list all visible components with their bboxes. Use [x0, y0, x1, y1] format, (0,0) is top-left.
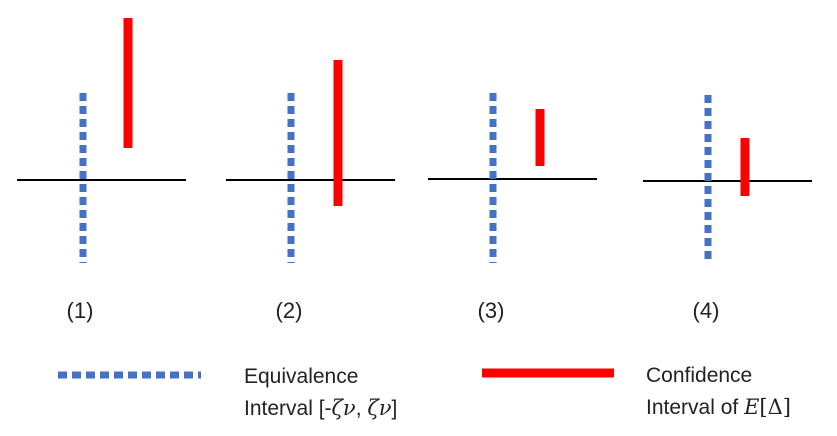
panel-3-label: (3) [478, 298, 505, 323]
legend-confidence-line2: Interval of E[Δ] [646, 395, 791, 419]
panel-3: (3) [428, 93, 597, 323]
panel-4: (4) [643, 95, 812, 323]
panel-2-label: (2) [276, 298, 303, 323]
legend-confidence-line1: Confidence [646, 364, 752, 387]
panel-1-label: (1) [67, 298, 94, 323]
legend-equivalence-line2: Interval [-ζν, ζν] [244, 396, 397, 420]
panel-4-label: (4) [693, 298, 720, 323]
panel-2: (2) [226, 60, 395, 323]
legend-equivalence-line1: Equivalence [244, 365, 358, 388]
panel-1: (1) [17, 18, 186, 323]
legend-confidence: Confidence Interval of E[Δ] [482, 364, 791, 419]
legend-equivalence: Equivalence Interval [-ζν, ζν] [58, 365, 397, 420]
